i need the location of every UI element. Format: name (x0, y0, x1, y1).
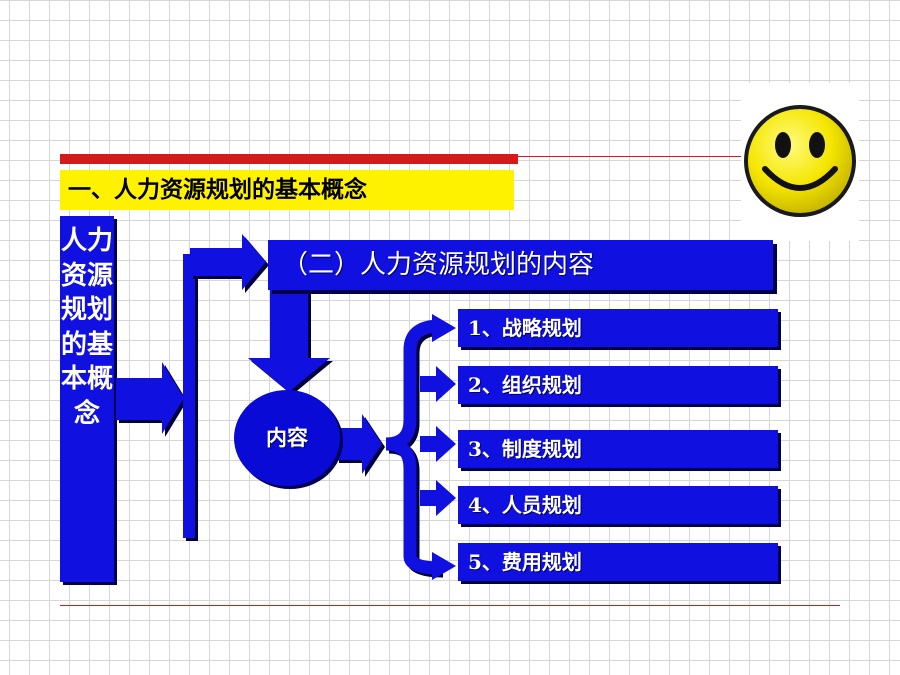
bottom-rule (60, 605, 840, 606)
side-label-box: 人力资源规划的基本概念 (60, 216, 114, 582)
down-arrow (248, 290, 333, 395)
vertical-connector (183, 254, 198, 541)
item-label-5: 5、费用规划 (468, 550, 582, 574)
item-label-1: 1、战略规划 (468, 316, 582, 340)
center-node: 内容 (234, 390, 340, 486)
smiley-face-icon (744, 105, 856, 217)
item-box-2: 2、组织规划 (458, 366, 778, 404)
content-header-box: （二）人力资源规划的内容 (268, 240, 773, 290)
side-label-text: 人力资源规划的基本概念 (60, 226, 113, 429)
main-arrow (116, 362, 187, 437)
branch-brace (385, 319, 444, 578)
title-top-rule (518, 156, 840, 157)
item-box-3: 3、制度规划 (458, 430, 778, 468)
item-box-1: 1、战略规划 (458, 309, 778, 347)
center-node-label: 内容 (266, 426, 308, 450)
item-label-3: 3、制度规划 (468, 437, 582, 461)
content-arrow (336, 414, 385, 477)
item-box-4: 4、人员规划 (458, 486, 778, 524)
header-arrow (190, 234, 269, 293)
title-top-bar (60, 154, 518, 164)
branch-arrowheads (420, 314, 456, 580)
item-box-5: 5、费用规划 (458, 543, 778, 581)
item-label-4: 4、人员规划 (468, 493, 582, 517)
content-header-text: （二）人力资源规划的内容 (282, 250, 595, 280)
item-label-2: 2、组织规划 (468, 373, 582, 397)
smiley-image (741, 83, 859, 241)
slide-title: 一、人力资源规划的基本概念 (60, 170, 514, 210)
